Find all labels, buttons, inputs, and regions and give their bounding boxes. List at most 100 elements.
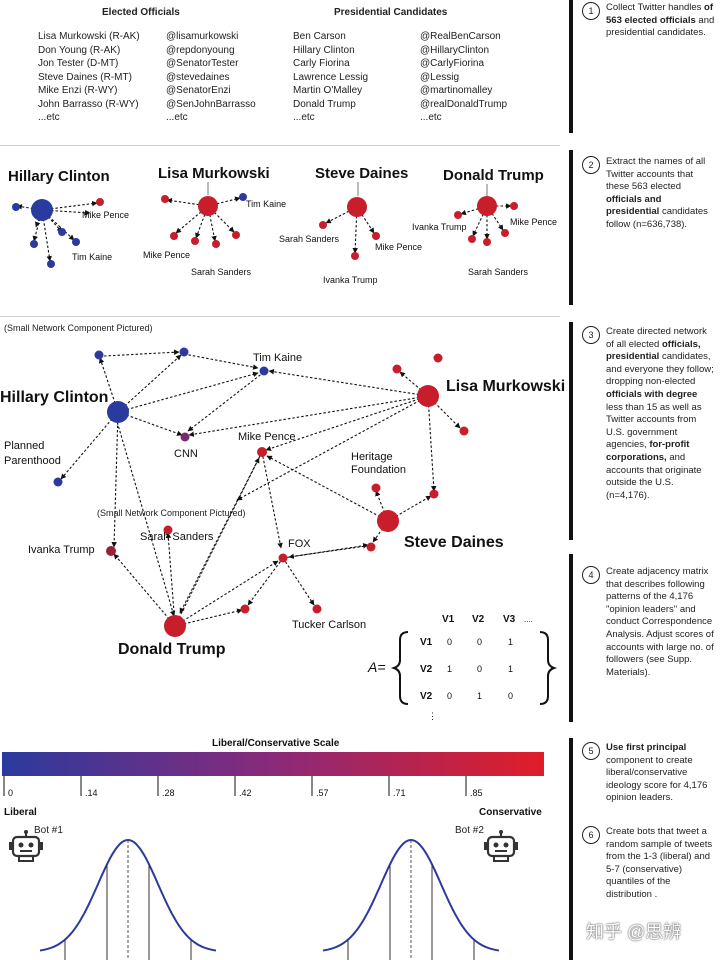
elected-official-handle: @lisamurkowski	[166, 31, 239, 42]
matrix-cell: 0	[477, 637, 482, 647]
fox-node	[278, 553, 288, 563]
donald-ego-node	[477, 196, 497, 216]
matrix-row-label: V1	[420, 637, 433, 648]
matrix-cell: 1	[477, 691, 482, 701]
candidate-handle: @HillaryClinton	[420, 44, 490, 56]
step-number-badge: 3	[582, 326, 600, 344]
candidate-name: Carly Fiorina	[293, 58, 350, 69]
hillary-ego-node	[31, 199, 53, 221]
mike-pence-label: Mike Pence	[238, 431, 295, 443]
step-number-badge: 2	[582, 156, 600, 174]
network-caption-overlay: (Small Network Component Pictured)	[97, 508, 246, 518]
node	[483, 238, 491, 246]
scale-tick-label: .85	[470, 788, 483, 798]
node	[510, 202, 518, 210]
node	[239, 193, 247, 201]
matrix-col-v3: V3	[503, 614, 516, 625]
donald-ego-label-ivanka: Ivanka Trump	[412, 222, 467, 232]
matrix-row-3: V2 0 1 0	[420, 691, 513, 702]
elected-official-name: Jon Tester (D-MT)	[38, 58, 119, 69]
candidate-handle: ...etc	[420, 112, 442, 123]
donald-ego-label-sanders: Sarah Sanders	[468, 267, 529, 277]
node	[30, 240, 38, 248]
sarah-sanders-label: Sarah Sanders	[140, 531, 214, 543]
step-text-run: for-profit corporations,	[606, 439, 690, 463]
section-divider-1	[0, 145, 560, 146]
scale-tick-label: 0	[8, 788, 13, 798]
ego-networks-diagram: Hillary Clinton Mike Pence Tim Kaine Lis…	[8, 165, 557, 285]
elected-official-name: Mike Enzi (R-WY)	[38, 85, 118, 96]
lisa-ego-node	[198, 196, 218, 216]
combined-network-diagram: (Small Network Component Pictured)	[0, 323, 565, 658]
scale-tick-label: .71	[393, 788, 406, 798]
candidate-handle: @RealBenCarson	[420, 31, 501, 42]
candidate-name: Lawrence Lessig	[293, 71, 369, 83]
hillary-clinton-label: Hillary Clinton	[0, 389, 108, 406]
matrix-cell: 0	[477, 664, 482, 674]
elected-official-handle: @SenatorTester	[166, 58, 239, 69]
elected-official-handle: ...etc	[166, 112, 188, 123]
matrix-cell: 1	[508, 637, 513, 647]
node	[501, 229, 509, 237]
scale-tick-label: .57	[316, 788, 329, 798]
step-text-run: officials and presidential	[606, 193, 662, 218]
matrix-row-2: V2 1 0 1	[420, 664, 513, 675]
node	[240, 604, 250, 614]
step-text-run: and accounts that originate outside the …	[606, 451, 702, 501]
candidate-name: ...etc	[293, 112, 315, 123]
step-text-run: officials with degree	[606, 388, 698, 400]
fox-label: FOX	[288, 538, 311, 550]
bot2-robot-icon	[484, 830, 518, 862]
step-number-badge: 5	[582, 742, 600, 760]
node	[96, 198, 104, 206]
matrix-vertical-dots: ⋮	[428, 711, 437, 721]
steve-ego-label-ivanka: Ivanka Trump	[323, 275, 378, 285]
donald-ego-label-pence: Mike Pence	[510, 217, 557, 227]
tucker-carlson-label: Tucker Carlson	[292, 619, 366, 631]
donald-ego-title: Donald Trump	[443, 167, 544, 184]
step-text-run: Create adjacency matrix that describes f…	[606, 566, 714, 678]
tim-kaine-label: Tim Kaine	[253, 352, 302, 364]
node	[319, 221, 327, 229]
scale-tick-label: .42	[239, 788, 252, 798]
node	[179, 347, 189, 357]
heritage-label: Heritage	[351, 451, 393, 463]
steve-ego-title: Steve Daines	[315, 165, 408, 182]
watermark: 知乎 @思辨	[586, 922, 682, 942]
step-text-run: of 563 elected officials	[606, 2, 714, 26]
candidate-handle: @realDonaldTrump	[420, 98, 508, 110]
node	[170, 232, 178, 240]
step-5-6-bar	[569, 738, 573, 960]
step-4-bar	[569, 554, 573, 722]
bot2-label: Bot #2	[455, 825, 484, 836]
step-number-badge: 1	[582, 2, 600, 20]
scale-gradient-bar	[2, 752, 544, 776]
steve-ego-label-sanders: Sarah Sanders	[279, 234, 340, 244]
step-number-badge: 4	[582, 566, 600, 584]
matrix-cell: 1	[508, 664, 513, 674]
step-text-run: candidates follow (n=636,738).	[606, 206, 708, 230]
step-text-run: component to create liberal/conservative…	[606, 754, 708, 804]
step-description: Collect Twitter handles of 563 elected o…	[606, 2, 716, 40]
matrix-row-1: V1 0 0 1	[420, 637, 513, 648]
step-text-run: officials, presidential	[606, 338, 701, 363]
matrix-col-v2: V2	[472, 614, 485, 625]
node	[429, 489, 439, 499]
elected-official-name: John Barrasso (R-WY)	[38, 98, 139, 110]
bot1-label: Bot #1	[34, 825, 63, 836]
liberal-distribution-curve	[39, 838, 217, 960]
candidate-name: Hillary Clinton	[293, 44, 355, 56]
matrix-row-label: V2	[420, 691, 433, 702]
hillary-clinton-node	[107, 401, 129, 423]
node	[47, 260, 55, 268]
scale-tick-label: .14	[85, 788, 98, 798]
steve-daines-label: Steve Daines	[404, 534, 504, 551]
step-text-run: candidates, and everyone they follow; dr…	[606, 351, 714, 388]
step-text-run: Create directed network of all elected	[606, 326, 707, 350]
heritage-foundation-node	[371, 483, 381, 493]
parenthood-label: Parenthood	[4, 455, 61, 467]
steve-ego-label-pence: Mike Pence	[375, 242, 422, 252]
lisa-ego-title: Lisa Murkowski	[158, 165, 270, 182]
donald-trump-label: Donald Trump	[118, 641, 226, 658]
lisa-ego-label-pence: Mike Pence	[143, 250, 190, 260]
